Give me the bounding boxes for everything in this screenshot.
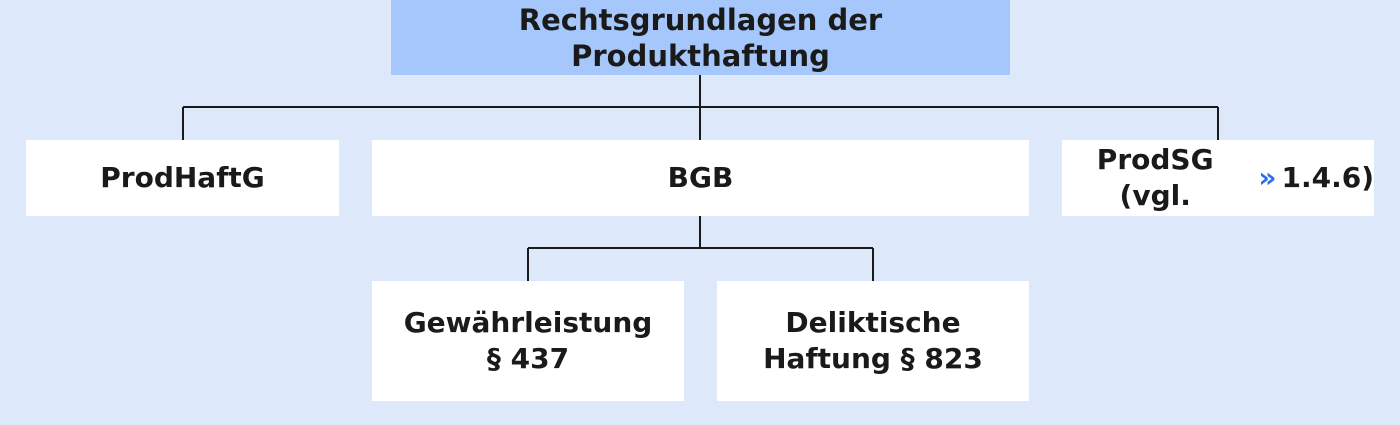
reference-arrow-icon[interactable]: » xyxy=(1258,161,1276,194)
node-prodhaftg-label: ProdHaftG xyxy=(100,161,265,194)
node-prodsg-label: ProdSG (vgl. xyxy=(1096,143,1214,212)
node-gewaehrleistung-line2: § 437 xyxy=(486,342,570,375)
node-bgb: BGB xyxy=(372,140,1029,216)
root-node: Rechtsgrundlagen der Produkthaftung xyxy=(391,0,1010,75)
root-label: Rechtsgrundlagen der Produkthaftung xyxy=(518,2,883,73)
node-gewaehrleistung-line1: Gewährleistung xyxy=(403,306,653,339)
node-prodsg-reference[interactable]: 1.4.6) xyxy=(1281,161,1374,194)
node-deliktische-haftung: Deliktische Haftung § 823 xyxy=(717,281,1029,401)
node-prodhaftg: ProdHaftG xyxy=(26,140,339,216)
node-bgb-label: BGB xyxy=(667,161,734,194)
node-deliktische-haftung-line2: Haftung § 823 xyxy=(763,342,983,375)
node-prodsg: ProdSG (vgl. » 1.4.6) xyxy=(1062,140,1374,216)
node-deliktische-haftung-line1: Deliktische xyxy=(785,306,961,339)
node-gewaehrleistung: Gewährleistung § 437 xyxy=(372,281,684,401)
